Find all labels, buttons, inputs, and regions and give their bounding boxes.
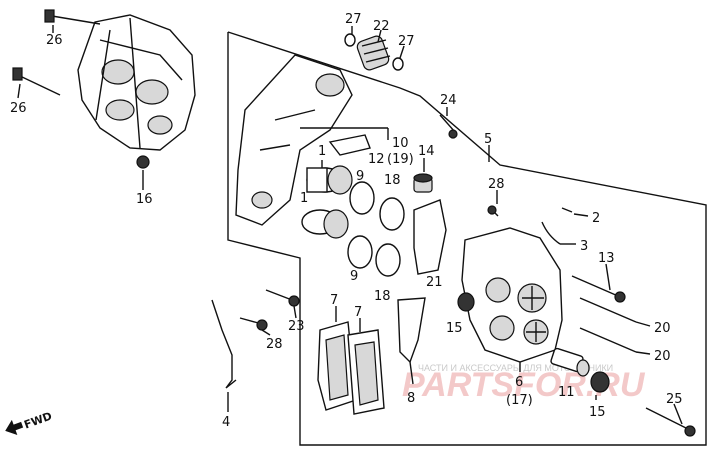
seal-18-upper	[379, 197, 405, 231]
clip-2	[561, 207, 573, 213]
boot-22	[356, 35, 391, 71]
callout-28-upper: 28	[488, 177, 505, 192]
pad-spring-8	[397, 297, 426, 364]
pin-20-upper	[579, 297, 637, 323]
brake-pad-7-right	[347, 329, 385, 415]
callout-10: 10	[392, 136, 409, 151]
piston-1-upper	[306, 165, 353, 195]
pin-23	[265, 289, 300, 307]
forward-arrow-icon: FWD	[5, 409, 54, 435]
callout-1-upper: 1	[318, 144, 326, 159]
callout-14: 14	[418, 144, 435, 159]
caliper-bracket	[235, 54, 353, 226]
brake-pad-7-left	[317, 321, 357, 411]
callout-18-upper: 18	[384, 173, 401, 188]
callout-5: 5	[484, 132, 492, 147]
callout-1-lower: 1	[300, 191, 308, 206]
callout-9-upper: 9	[356, 169, 364, 184]
caliper-assembly-reference	[77, 14, 196, 169]
callout-15-lower: 15	[589, 405, 606, 420]
callout-26-upper: 26	[46, 33, 63, 48]
callout-25: 25	[666, 392, 683, 407]
bolt-13	[571, 275, 626, 303]
callout-13: 13	[598, 251, 615, 266]
callout-7-right: 7	[354, 305, 362, 320]
callout-21: 21	[426, 275, 443, 290]
seal-18-lower	[375, 243, 401, 277]
piston-11	[550, 347, 590, 377]
callout-28-lower: 28	[266, 337, 283, 352]
screw-28-lower	[239, 317, 268, 331]
assembly-outline	[227, 31, 707, 446]
callout-15-upper: 15	[446, 321, 463, 336]
bolt-26-upper	[44, 9, 101, 25]
callout-17: (17)	[506, 393, 533, 408]
callout-6: 6	[515, 375, 523, 390]
callout-24: 24	[440, 93, 457, 108]
screw-28-upper	[487, 205, 499, 217]
callout-7-left: 7	[330, 293, 338, 308]
forward-label: FWD	[22, 409, 53, 431]
bolt-25	[645, 407, 696, 437]
spring-clip-4	[211, 299, 237, 389]
pad-spring-12	[328, 134, 371, 156]
callout-11: 11	[558, 385, 575, 400]
seal-9-upper	[349, 181, 375, 215]
watermark-caption: ЧАСТИ И АКСЕССУАРЫ ДЛЯ МОТОТЕХНИКИ	[418, 363, 613, 373]
callout-18-lower: 18	[374, 289, 391, 304]
callout-19: (19)	[387, 152, 414, 167]
boot-15-lower	[590, 371, 610, 393]
callout-8: 8	[407, 391, 415, 406]
callout-9-lower: 9	[350, 269, 358, 284]
bleeder-cap-14	[413, 173, 433, 193]
pin-20-lower	[579, 327, 637, 353]
callout-4: 4	[222, 415, 230, 430]
callout-3: 3	[580, 239, 588, 254]
callout-2: 2	[592, 211, 600, 226]
bolt-26-lower	[12, 67, 61, 96]
boot-15-upper	[457, 292, 475, 312]
leader-lines	[17, 25, 683, 425]
callout-27-right: 27	[398, 34, 415, 49]
callout-20-lower: 20	[654, 349, 671, 364]
callout-26-lower: 26	[10, 101, 27, 116]
seal-27-left	[344, 33, 356, 47]
callout-20-upper: 20	[654, 321, 671, 336]
pad-retainer-21	[413, 199, 447, 275]
bolt-24	[439, 114, 458, 139]
callout-22: 22	[373, 19, 390, 34]
piston-1-lower	[301, 209, 349, 239]
callout-27-left: 27	[345, 12, 362, 27]
caliper-body	[461, 227, 563, 363]
seal-27-right	[392, 57, 404, 71]
callout-12: 12	[368, 152, 385, 167]
pin-3	[541, 221, 561, 245]
seal-9-lower	[347, 235, 373, 269]
callout-16: 16	[136, 192, 153, 207]
callout-23: 23	[288, 319, 305, 334]
